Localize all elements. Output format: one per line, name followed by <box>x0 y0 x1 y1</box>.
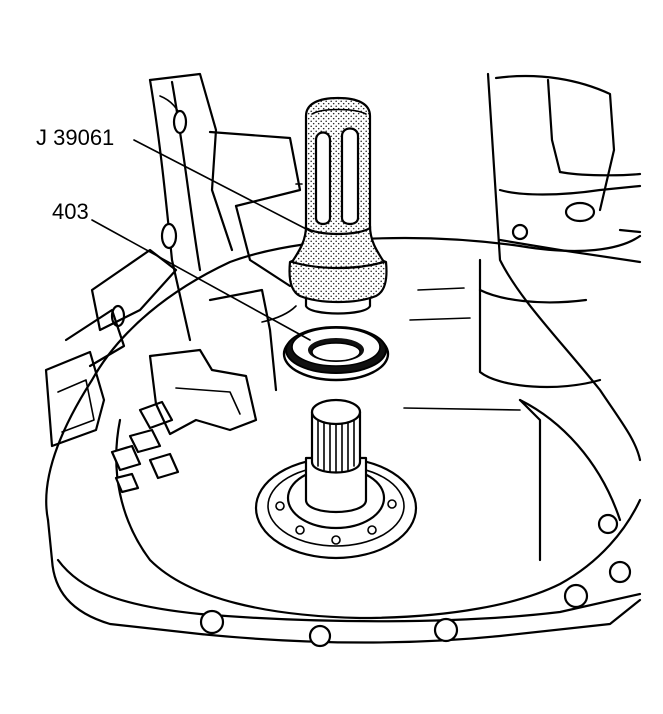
handle-grip-flutes <box>311 108 367 226</box>
callout-403: 403 <box>52 199 311 341</box>
bore-bolt-holes <box>275 499 397 545</box>
callout-label-tool: J 39061 <box>36 125 114 150</box>
callout-label-part: 403 <box>52 199 89 224</box>
axle-seal-403 <box>282 326 390 382</box>
shaft-splines <box>317 419 355 473</box>
seal-installer-tool-j39061 <box>288 96 388 315</box>
case-lugs <box>110 400 180 494</box>
output-shaft-assembly <box>254 398 418 560</box>
flange-bolt-bosses <box>199 513 632 648</box>
transaxle-case <box>44 72 642 648</box>
callout-j39061: J 39061 <box>36 125 313 233</box>
